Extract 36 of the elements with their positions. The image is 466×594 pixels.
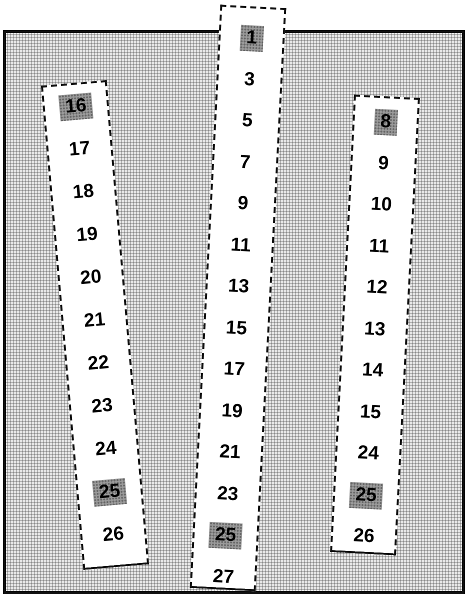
number-label: 20 [78,265,104,292]
number-label: 3 [242,68,256,92]
number-label: 5 [240,108,254,134]
number-label: 27 [211,564,236,590]
number-label: 24 [356,441,380,466]
number-label: 13 [362,316,387,342]
number-label: 14 [360,358,385,384]
number-label: 7 [238,150,252,175]
number-label: 23 [216,482,240,507]
number-label: 11 [368,234,391,260]
number-label: 15 [224,316,249,341]
number-label: 26 [100,522,126,548]
number-label: 19 [74,222,100,248]
number-label: 21 [82,308,108,334]
number-label: 24 [93,436,118,462]
number-label: 18 [70,180,96,206]
number-label: 22 [86,350,111,377]
highlighted-number: 25 [208,522,243,550]
number-label: 9 [236,192,250,216]
number-label: 12 [364,276,390,301]
number-label: 21 [218,440,242,466]
highlighted-number: 1 [240,24,264,52]
number-label: 9 [376,151,390,176]
number-label: 17 [222,357,246,382]
number-label: 15 [358,400,383,425]
number-label: 26 [352,524,376,550]
highlighted-number: 25 [92,478,128,507]
number-label: 19 [220,398,244,424]
number-label: 17 [67,136,92,163]
number-label: 11 [229,233,252,258]
number-label: 13 [226,274,251,300]
highlighted-number: 8 [374,108,398,136]
highlighted-number: 25 [348,481,384,510]
highlighted-number: 16 [58,92,94,122]
number-label: 10 [369,192,394,218]
number-label: 23 [90,394,115,420]
